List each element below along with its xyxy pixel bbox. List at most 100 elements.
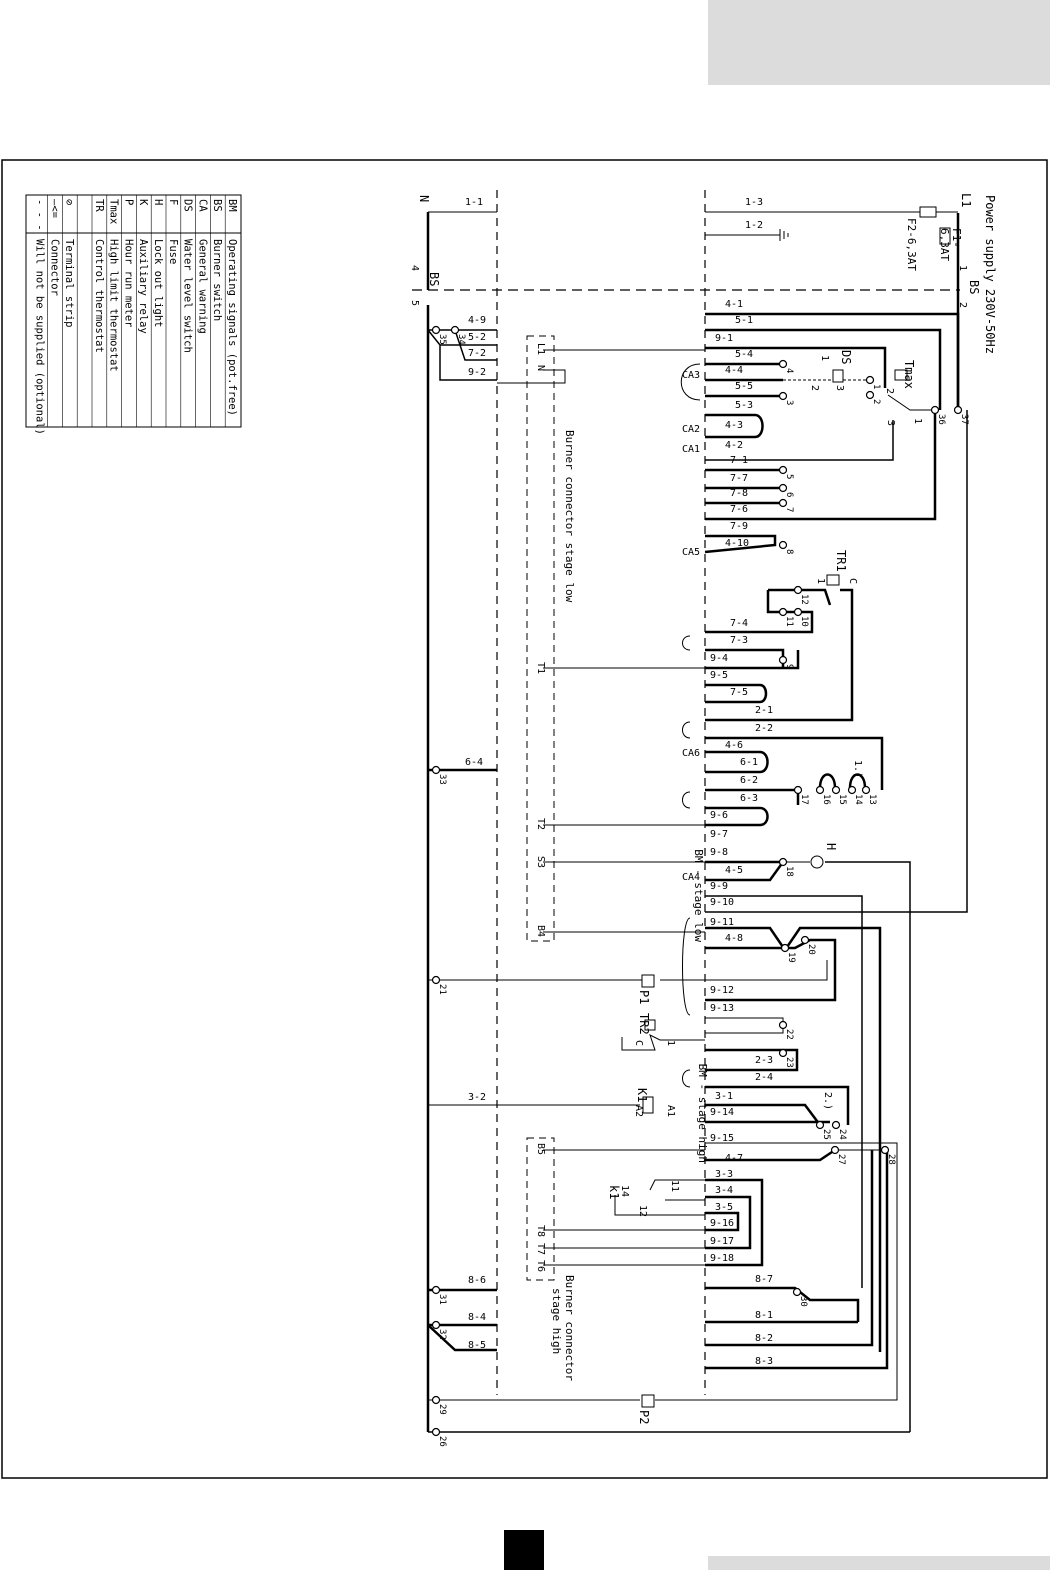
wire-label: 8-1 [755,1310,773,1321]
terminal-number: 14 [853,794,863,805]
terminal-number: 32 [437,1329,447,1340]
legend-code: P [122,199,134,205]
terminal-number: 2 [871,399,881,404]
ds-3-label: 3 [834,385,845,391]
p1-label: P1 [637,990,651,1004]
terminal-number: 10 [799,616,809,627]
burner-high-label-1: Burner connector [563,1275,576,1381]
burner-connector-high-box [526,1137,555,1281]
terminal-point [930,405,940,415]
terminal-point [778,1020,788,1030]
terminal-point [792,1287,802,1297]
terminal-number: 37 [959,414,969,425]
wire-label: 7-9 [730,521,748,532]
terminal-point [778,391,788,401]
legend-code: H [152,199,164,205]
wire-label: 9-11 [710,917,734,928]
components [641,227,951,1408]
tmax-label: Tmax [902,360,916,389]
wire-label: 4-1 [725,299,743,310]
tmax-3-label: 3 [885,420,896,426]
legend-code: BM [226,199,238,212]
wire-label: 9-6 [710,810,728,821]
ca-label: CA2 [682,424,700,435]
terminal-number: 19 [786,952,796,963]
wire-label: 9-2 [468,367,486,378]
p1-meter [641,974,655,988]
burner-connector-low-box [526,335,555,942]
legend-code: F [167,199,179,205]
wire-label: 9-17 [710,1236,734,1247]
k1-coil [642,1096,654,1114]
wire-label: 7-4 [730,618,748,629]
terminal-point [865,375,875,385]
terminal-point [431,765,441,775]
p2-label: P2 [637,1410,651,1424]
wire-label: 8-5 [468,1340,486,1351]
legend-desc: Burner switch [211,239,223,321]
legend-desc: Will not be supplied (optional) [34,239,46,435]
k1-contact-label: k1 [607,1185,621,1199]
wire-label: 9-14 [710,1107,734,1118]
legend-desc: Terminal strip [63,239,75,328]
tmax-symbol [894,369,908,381]
wire-label: 5-4 [735,349,753,360]
legend-desc: High limit thermostat [108,239,120,372]
wire-label: 9-10 [710,897,734,908]
wire-label: 9-4 [710,653,728,664]
bs-1-label: 1 [957,265,968,271]
wire-label: 5-1 [735,315,753,326]
lockout-lamp-h [810,855,824,869]
terminal-number: 13 [867,794,877,805]
wire-label: 4-7 [725,1153,743,1164]
a2-label: A2 [633,1105,644,1117]
terminal-number: 5 [784,474,794,479]
terminal-point [831,785,841,795]
ds-2-label: 2 [809,385,820,391]
terminal-number: 8 [784,549,794,554]
tr2-symbol [644,1019,656,1031]
l1-label: L1 [959,193,973,207]
tmax-2-label: 2 [884,388,895,394]
wire-label: 4-5 [725,865,743,876]
plug-n-label: N [535,365,546,371]
wire-label: 4-4 [725,365,743,376]
legend-code: TR [93,199,105,212]
wire-label: 9-12 [710,985,734,996]
wire-label: 6-2 [740,775,758,786]
plug-t8-label: T8 [535,1225,546,1237]
wire-label: 6-4 [465,757,483,768]
k1-coil-label: K1 [635,1088,649,1102]
bm-low-label: BM - stage low [692,849,705,942]
legend-code: K [137,199,149,206]
terminal-number: 23 [784,1057,794,1068]
bs-2-label: 2 [957,302,968,308]
legend-desc: Water level switch [182,239,194,353]
terminal-number: 36 [936,414,946,425]
wire-label: 7-1 [730,455,748,466]
terminal-point [815,1120,825,1130]
terminal-point [800,935,810,945]
terminal-number: 28 [886,1154,896,1165]
plug-s3-label: S3 [535,856,546,868]
terminal-number: 18 [784,866,794,877]
f1-rating-label: 6,3AT [938,228,951,261]
terminal-point [793,585,803,595]
burner-low-label: Burner connector stage low [563,430,576,603]
terminal-number: 20 [806,944,816,955]
terminal-number: 30 [798,1296,808,1307]
terminal-point [450,325,460,335]
ds-1-label: 1 [819,355,830,361]
legend-desc: Control thermostat [93,239,105,353]
terminal-number: 21 [437,984,447,995]
terminal-number: 1 [871,384,881,389]
terminal-point [778,655,788,665]
wire-label: 9-7 [710,829,728,840]
tr2-label: TR2 [637,1013,651,1035]
burner-high-label-2: stage high [550,1288,563,1354]
jumper2-label: 2.) [822,1092,833,1110]
